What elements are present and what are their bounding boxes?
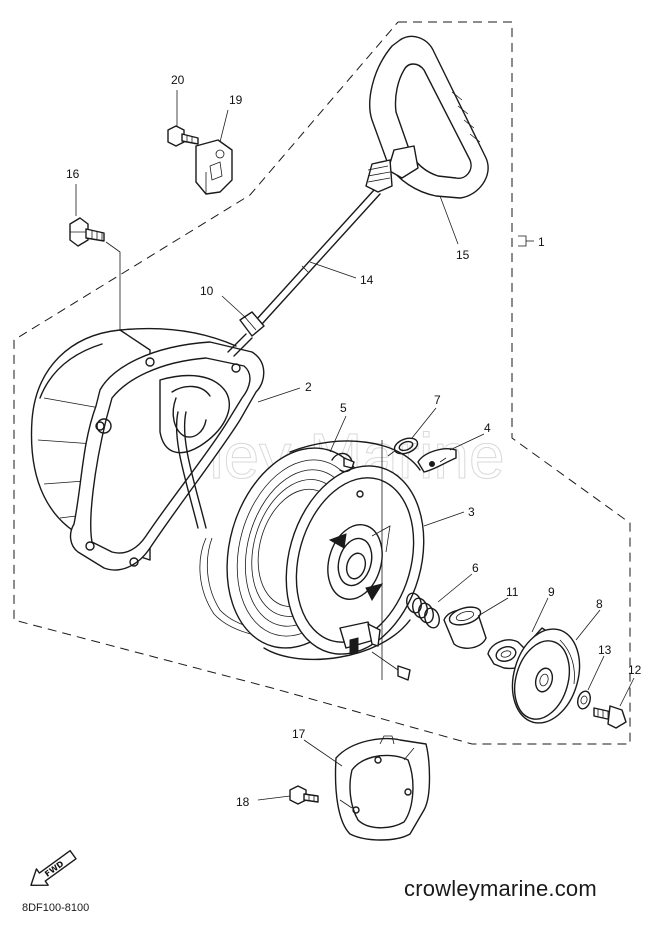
- part-6-spring[interactable]: [405, 591, 442, 629]
- callout-14: 14: [360, 273, 374, 287]
- rope-path: [175, 411, 199, 529]
- part-20-screw[interactable]: [167, 125, 199, 147]
- callout-9: 9: [548, 585, 555, 599]
- leader-18: [257, 795, 291, 801]
- part-19-bracket[interactable]: [195, 139, 233, 195]
- leader-15: [439, 195, 459, 245]
- callout-3: 3: [468, 505, 475, 519]
- part-14-rope[interactable]: [255, 189, 381, 325]
- callout-5: 5: [340, 401, 347, 415]
- callout-12: 12: [628, 663, 642, 677]
- part-3-sheave-drum[interactable]: [205, 431, 445, 681]
- callout-20: 20: [171, 73, 185, 87]
- leader-7: [411, 407, 437, 439]
- leader-6: [437, 573, 473, 603]
- leader-11: [477, 597, 509, 617]
- callout-2: 2: [305, 380, 312, 394]
- assembly-boundary: [13, 21, 631, 745]
- rope-path-2: [183, 411, 207, 529]
- leader-10: [221, 295, 247, 319]
- leader-3: [423, 511, 465, 527]
- part-16-leader: [105, 241, 121, 342]
- part-16-bolt[interactable]: [69, 217, 105, 247]
- part-11-collar[interactable]: [443, 604, 487, 649]
- part-8-friction-plate[interactable]: [502, 621, 590, 731]
- part-13-washer[interactable]: [576, 690, 592, 711]
- callout-17: 17: [292, 727, 306, 741]
- part-7-spring[interactable]: [387, 435, 420, 457]
- callout-11: 11: [506, 585, 519, 599]
- leader-9: [531, 597, 549, 633]
- fwd-arrow-icon: FWD: [30, 849, 77, 886]
- part-18-screw[interactable]: [289, 785, 319, 805]
- callout-7: 7: [434, 393, 441, 407]
- leader-8: [575, 609, 601, 641]
- leader-1: [518, 235, 527, 247]
- callout-10: 10: [200, 284, 214, 298]
- callout-16: 16: [66, 167, 80, 181]
- site-url[interactable]: crowleymarine.com: [404, 876, 597, 901]
- callout-8: 8: [596, 597, 603, 611]
- callout-15: 15: [456, 248, 470, 262]
- leader-5: [329, 415, 347, 453]
- leader-2: [257, 387, 301, 403]
- leader-17: [303, 739, 343, 767]
- callout-18: 18: [236, 795, 250, 809]
- drawing-code: 8DF100-8100: [22, 902, 90, 914]
- leader-4: [449, 433, 485, 451]
- part-12-bolt[interactable]: [593, 705, 627, 729]
- part-5-spring[interactable]: [331, 452, 355, 473]
- part-4-pawl[interactable]: [417, 448, 457, 473]
- part-2-starter-case[interactable]: [30, 327, 265, 571]
- callout-6: 6: [472, 561, 479, 575]
- part-15-handle[interactable]: [365, 35, 489, 199]
- callout-19: 19: [229, 93, 243, 107]
- callout-13: 13: [598, 643, 612, 657]
- leader-13: [587, 655, 605, 691]
- callout-1: 1: [538, 235, 545, 249]
- part-17-cover-plate[interactable]: [334, 735, 431, 841]
- leader-12: [619, 677, 635, 707]
- callout-4: 4: [484, 421, 491, 435]
- leader-19: [219, 109, 229, 143]
- leader-14: [309, 261, 357, 279]
